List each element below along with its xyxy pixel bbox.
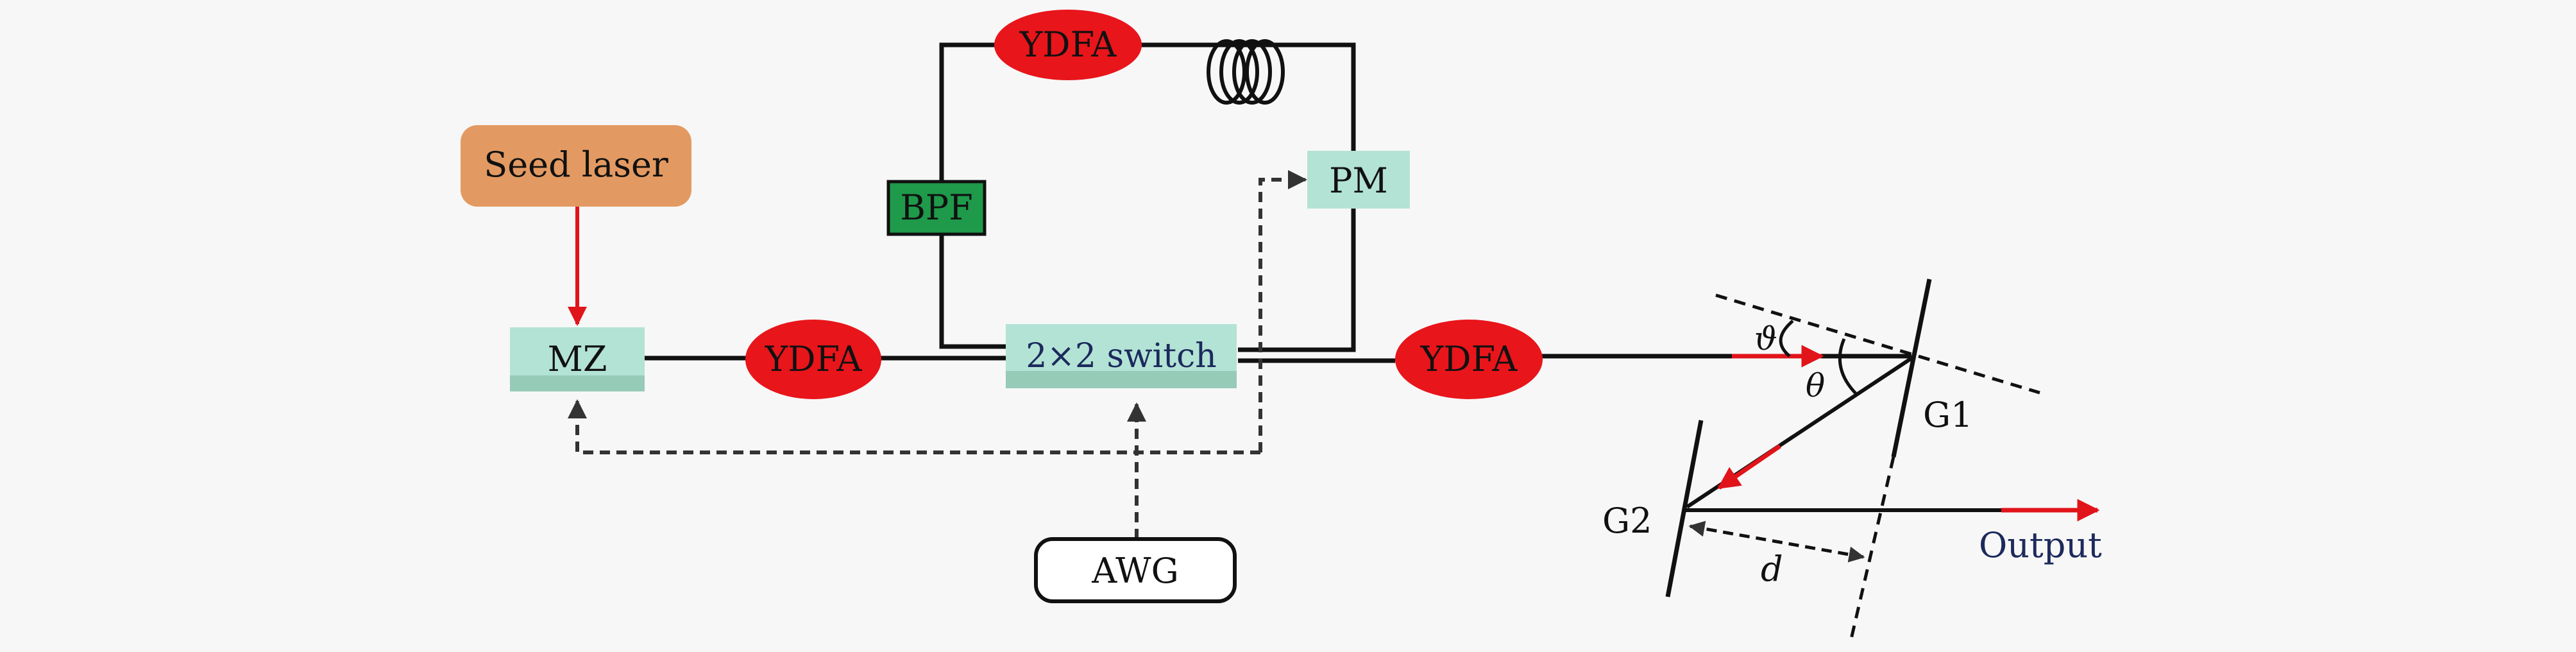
grating-g1 — [1891, 279, 1932, 458]
g1-extension-line — [1849, 456, 1895, 642]
distance-arrow — [1688, 520, 1865, 563]
ydfa-1-label: YDFA — [765, 339, 863, 379]
ydfa-1: YDFA — [745, 320, 881, 399]
diffracted-beam-arrow — [1717, 444, 1781, 490]
fiber-coil-icon — [1207, 39, 1285, 105]
awg-label: AWG — [1091, 551, 1178, 591]
mz-label: MZ — [548, 339, 607, 379]
ydfa-2-label: YDFA — [1420, 339, 1518, 379]
control-line-mz — [568, 399, 1260, 454]
g2-label: G2 — [1602, 501, 1652, 541]
pm-box: PM — [1307, 151, 1410, 209]
output-label: Output — [1979, 525, 2102, 565]
awg-box: AWG — [1034, 537, 1237, 603]
vartheta-label: ϑ — [1754, 320, 1777, 357]
bpf-box: BPF — [886, 180, 987, 236]
g1-label: G1 — [1923, 395, 1973, 435]
pm-label: PM — [1329, 160, 1388, 201]
ydfa-loop-label: YDFA — [1019, 24, 1117, 65]
ydfa-2: YDFA — [1395, 320, 1543, 399]
angle-arc-theta — [1838, 338, 1858, 396]
switch-label: 2×2 switch — [1026, 337, 1217, 375]
ydfa-loop: YDFA — [994, 10, 1142, 80]
seed-laser-box: Seed laser — [461, 125, 691, 207]
bpf-label: BPF — [900, 187, 972, 228]
mz-box: MZ — [510, 327, 645, 391]
grating-compressor: ϑ θ G1 G2 d Output — [1602, 279, 2102, 642]
theta-label: θ — [1806, 367, 1825, 404]
seed-laser-label: Seed laser — [484, 144, 668, 185]
angle-arc-vartheta — [1779, 320, 1794, 357]
d-label: d — [1761, 549, 1783, 589]
switch-box: 2×2 switch — [1006, 324, 1237, 388]
control-paths — [568, 170, 1307, 539]
control-line-pm — [1258, 170, 1307, 452]
